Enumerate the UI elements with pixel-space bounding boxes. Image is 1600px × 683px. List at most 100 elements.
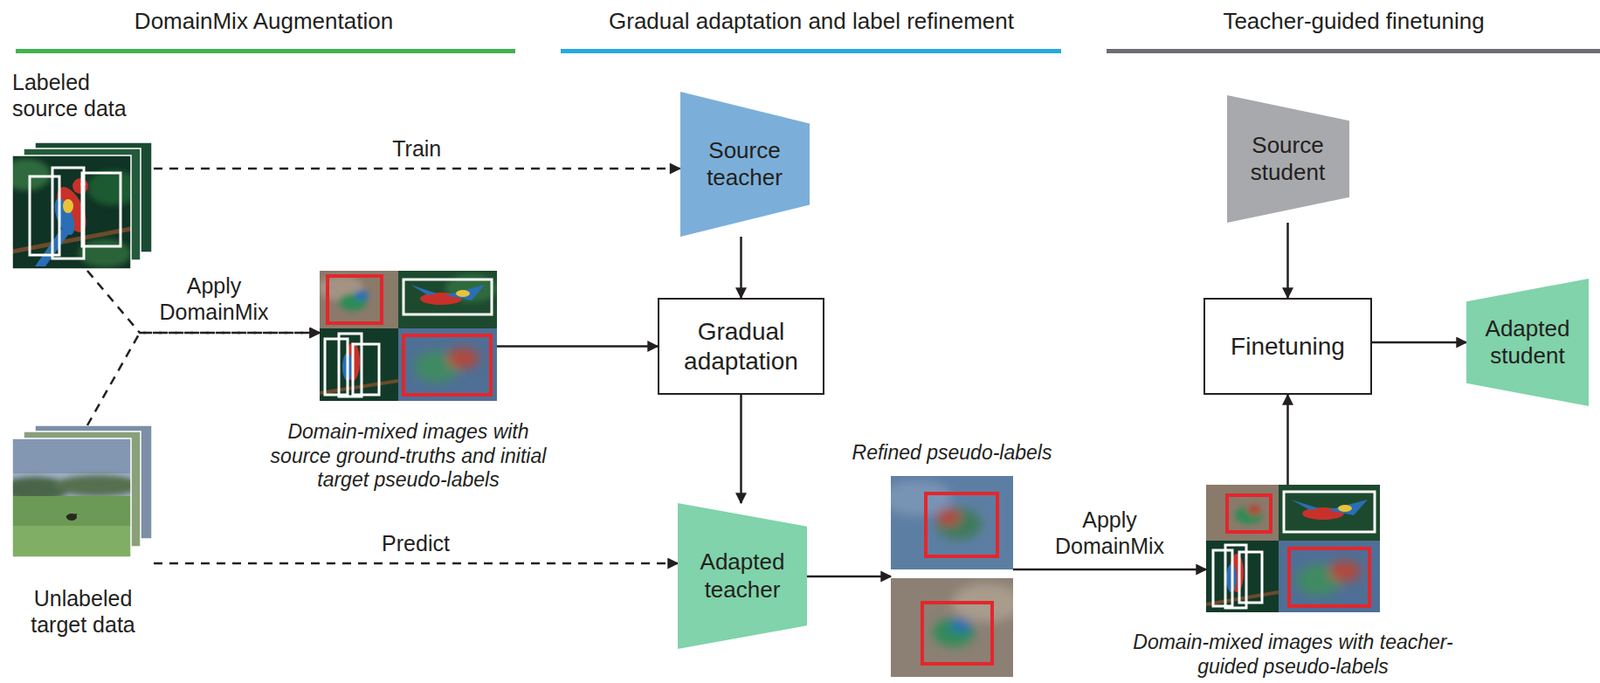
illustration-part: [1283, 491, 1375, 532]
illustration-part: [410, 284, 437, 296]
dashed-arrow: [153, 167, 681, 171]
network-trapezoid: Adapted student: [1466, 278, 1589, 407]
illustration-part: [52, 167, 84, 259]
node-text: Domain-mixed images with source ground-t…: [260, 420, 558, 493]
node-text: Finetuning: [1230, 331, 1345, 362]
illustration-part: [66, 514, 77, 518]
image-group: Unlabeled target data: [12, 425, 154, 559]
illustration-part: [327, 275, 382, 324]
network-trapezoid: Source student: [1227, 95, 1350, 223]
illustration-part: [1327, 499, 1368, 516]
image-group: Labeled source data: [12, 142, 154, 271]
dashed-arrow: [87, 270, 320, 333]
node-label: Source teacher: [696, 137, 794, 192]
illustration-part: [398, 270, 497, 329]
arrow: [1286, 222, 1290, 298]
image-caption: Labeled source data: [12, 68, 152, 122]
illustration-part: [1206, 540, 1279, 613]
illustration-part: [319, 328, 399, 401]
illustration-part: [1239, 551, 1263, 603]
arrow: [739, 236, 743, 298]
illustration-part: [324, 338, 348, 395]
network-trapezoid: Adapted teacher: [677, 503, 807, 649]
illustration-part: [1278, 484, 1380, 541]
process-box: Gradual adaptation: [657, 297, 825, 395]
arrow: [1286, 394, 1290, 485]
node-text: Source student: [1242, 131, 1334, 187]
edge-label: Apply DomainMix: [150, 272, 278, 325]
image-caption: Unlabeled target data: [8, 585, 158, 638]
illustration-part: [447, 347, 479, 369]
edge-label: Predict: [379, 530, 453, 557]
illustration-part: [1227, 495, 1271, 532]
node-text: Domain-mixed images with teacher-guided …: [1131, 630, 1456, 679]
illustration-part: [950, 618, 972, 633]
illustration-part: [1106, 48, 1600, 54]
node-text: Source teacher: [696, 137, 794, 192]
arrow: [739, 394, 743, 504]
illustration-part: [1247, 504, 1262, 516]
illustration-part: [319, 380, 399, 394]
illustration-part: [352, 344, 380, 395]
illustration-part: [12, 496, 132, 558]
illustration-part: [15, 48, 516, 54]
illustration-part: [1289, 548, 1370, 607]
node-text: Refined pseudo-labels: [852, 441, 1053, 466]
section-heading: Teacher-guided finetuning: [1222, 6, 1484, 37]
illustration-part: [12, 155, 132, 269]
node-label: Finetuning: [1230, 331, 1345, 362]
illustration-part: [1225, 544, 1247, 608]
arrow: [1013, 568, 1207, 572]
illustration-part: [354, 289, 369, 301]
process-box: Finetuning: [1203, 297, 1373, 395]
dashed-arrow: [87, 332, 320, 426]
illustration-part: [936, 508, 982, 540]
arrow: [1372, 341, 1467, 345]
illustration-part: [1296, 560, 1361, 596]
illustration-part: [1206, 484, 1380, 613]
illustration-part: [398, 328, 497, 401]
edge-label: Apply DomainMix: [1046, 506, 1174, 559]
arrow: [806, 575, 891, 579]
node-text: Unlabeled target data: [8, 585, 158, 638]
node-text: Adapted student: [1482, 315, 1573, 370]
illustration-part: [29, 176, 60, 256]
illustration-part: [12, 158, 51, 191]
illustration-part: [560, 48, 1062, 54]
trapezoid-fill: [1227, 95, 1350, 223]
illustration-part: [12, 158, 132, 268]
image-group: Refined pseudo-labels: [890, 475, 1014, 677]
node-text: Adapted teacher: [693, 548, 792, 603]
illustration-part: [932, 583, 1014, 647]
illustration-part: [932, 618, 975, 647]
edge-label: Train: [389, 135, 444, 162]
illustration-part: [62, 199, 74, 214]
illustration-part: [403, 279, 492, 315]
illustration-part: [890, 578, 1014, 677]
illustration-part: [1290, 499, 1319, 511]
dashed-arrow: [153, 562, 678, 566]
illustration-part: [12, 438, 132, 558]
illustration-part: [936, 508, 961, 526]
illustration-part: [12, 155, 132, 269]
image-caption: Domain-mixed images with teacher-guided …: [1131, 630, 1456, 679]
image-group: Domain-mixed images with teacher-guided …: [1206, 484, 1380, 613]
illustration-part: [403, 335, 491, 395]
section-heading: DomainMix Augmentation: [134, 6, 394, 37]
illustration-part: [1329, 560, 1361, 582]
illustration-part: [1213, 550, 1233, 607]
trapezoid-fill: [680, 91, 810, 237]
illustration-part: [12, 438, 132, 558]
illustration-part: [1234, 504, 1263, 525]
illustration-part: [413, 347, 479, 383]
illustration-part: [87, 170, 132, 206]
trapezoid-fill: [1466, 278, 1589, 407]
illustration-part: [50, 195, 79, 238]
illustration-part: [922, 602, 993, 664]
node-label: Source student: [1242, 131, 1334, 187]
illustration-part: [66, 513, 77, 521]
illustration-part: [12, 525, 132, 558]
trapezoid-fill: [677, 503, 807, 649]
node-label: Adapted teacher: [693, 548, 792, 603]
node-text: Gradual adaptation: [675, 317, 807, 376]
